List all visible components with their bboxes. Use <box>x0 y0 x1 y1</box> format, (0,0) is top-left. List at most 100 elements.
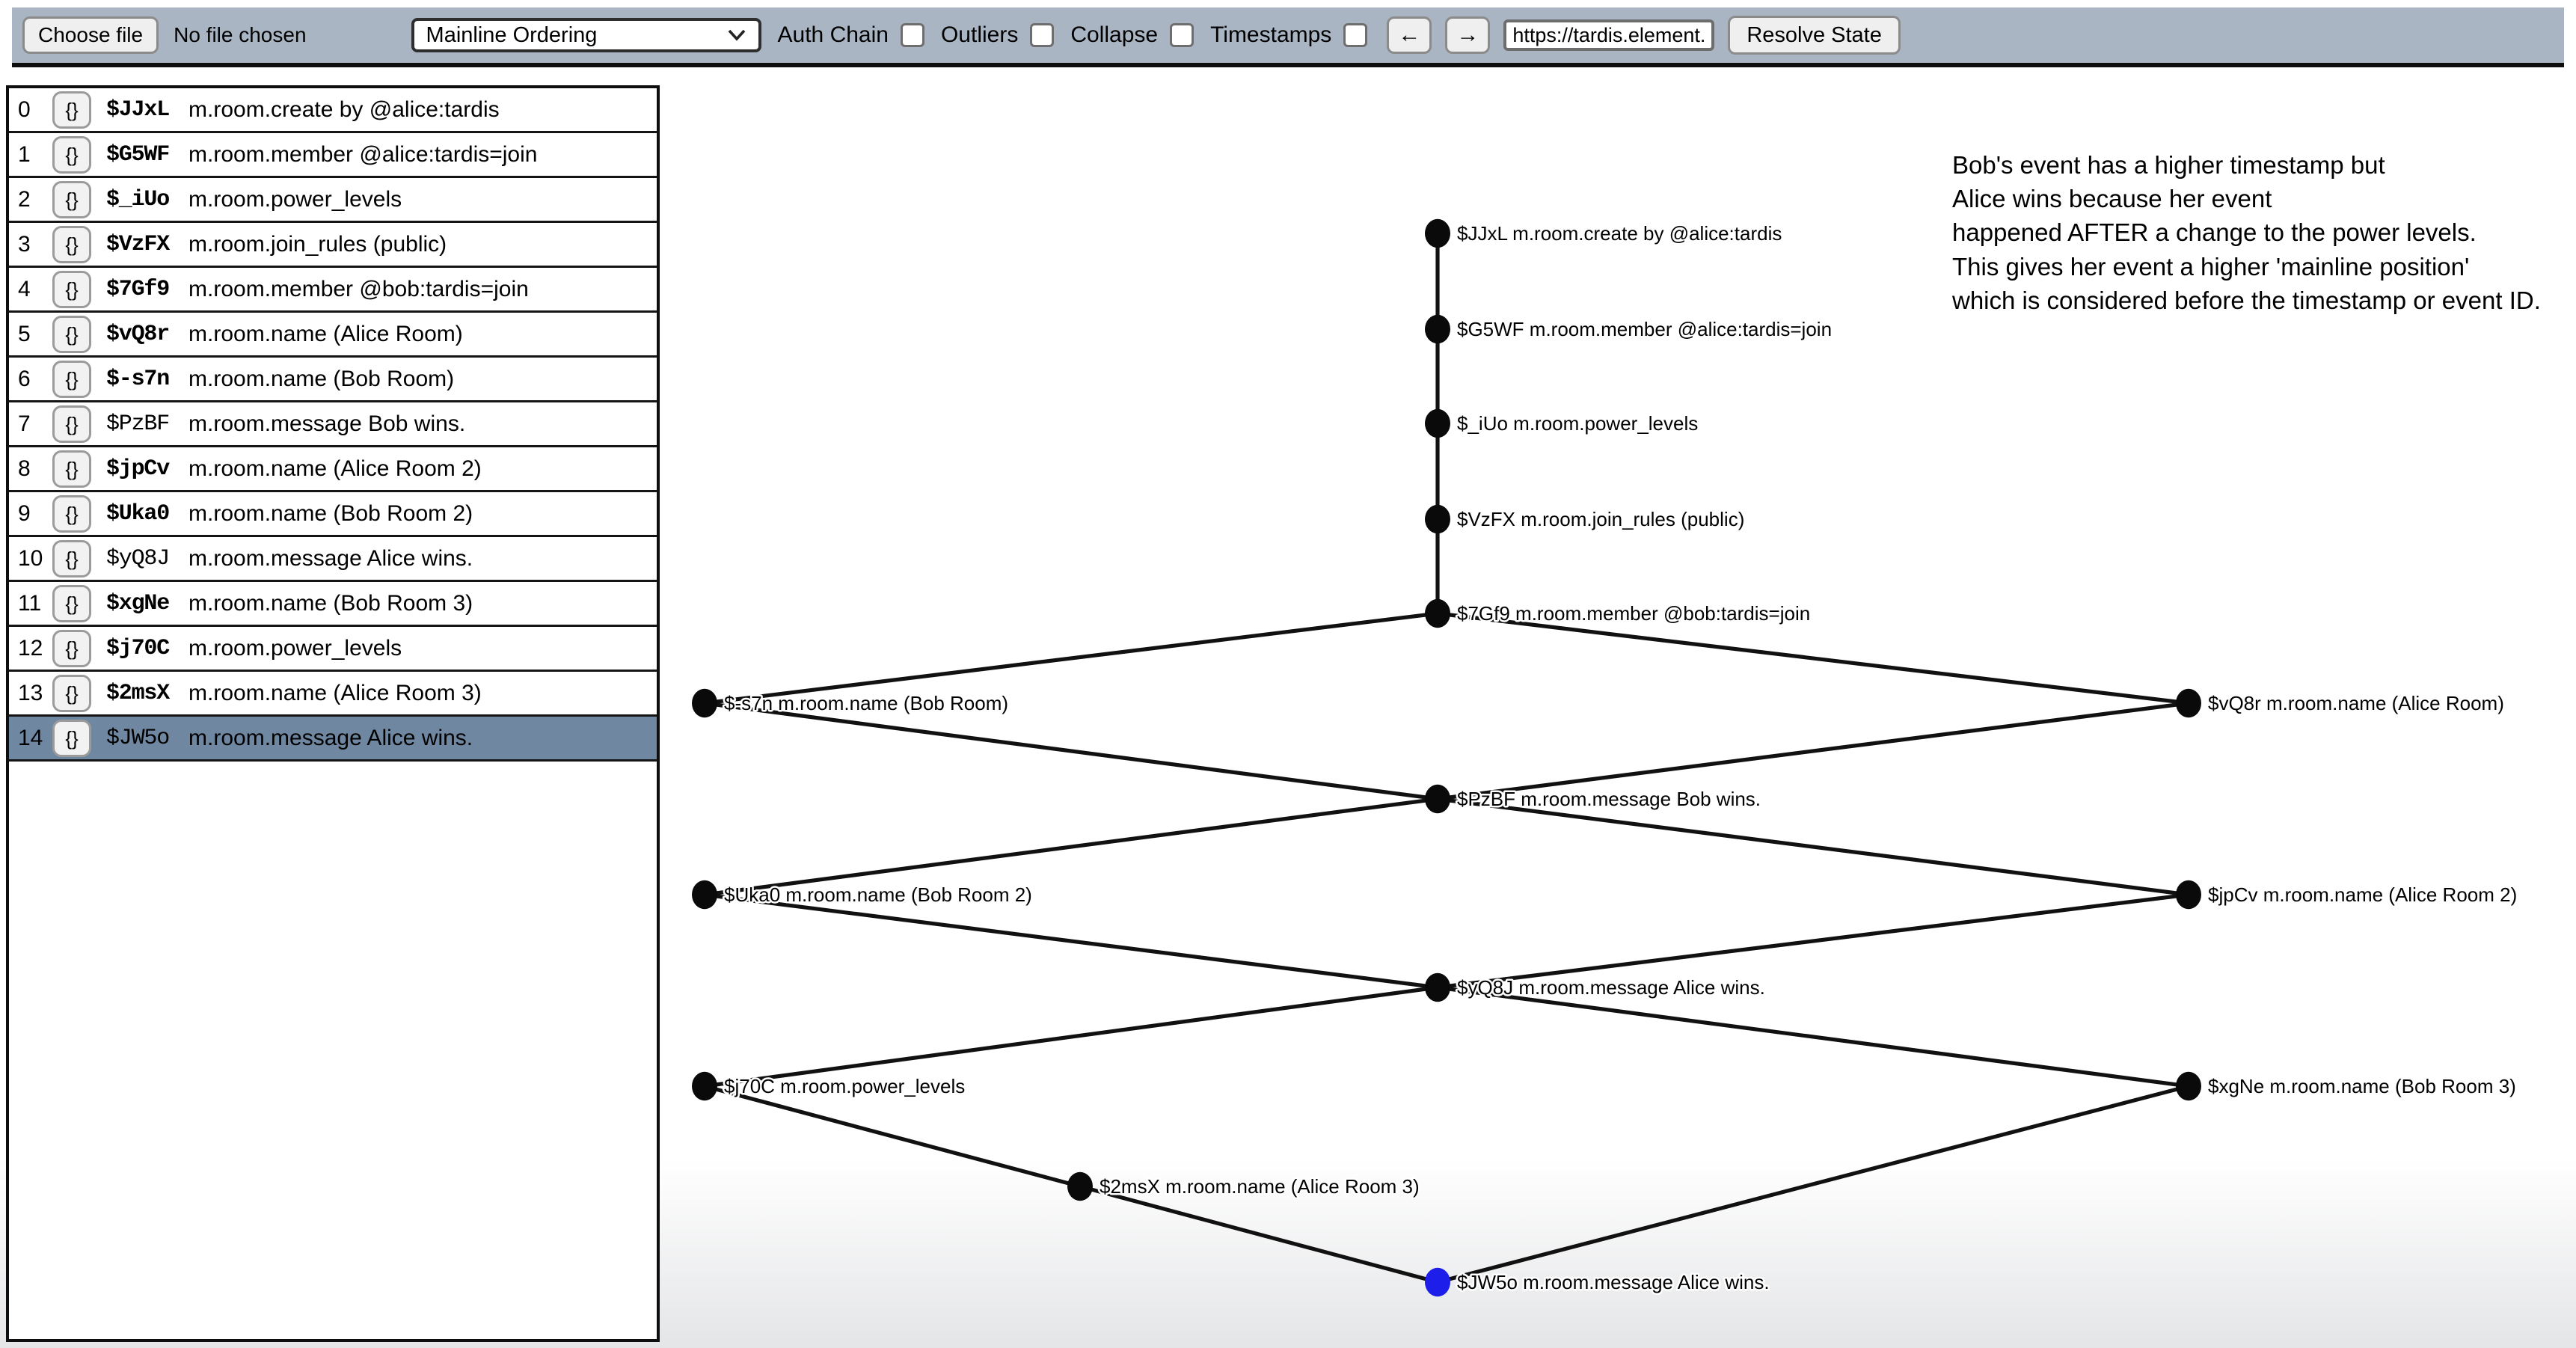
outliers-checkbox[interactable] <box>1030 23 1055 47</box>
event-id: $vQ8r <box>106 321 170 347</box>
view-json-button[interactable]: {} <box>52 270 91 308</box>
event-node[interactable] <box>692 688 717 718</box>
choose-file-button[interactable]: Choose file <box>22 16 159 54</box>
view-json-button[interactable]: {} <box>52 360 91 398</box>
annotation-line: which is considered before the timestamp… <box>1952 286 2541 314</box>
event-node[interactable] <box>1425 784 1450 814</box>
timestamps-checkbox-group: Timestamps <box>1210 22 1368 48</box>
outliers-checkbox-group: Outliers <box>941 22 1055 48</box>
ordering-select[interactable]: Mainline Ordering <box>411 18 761 52</box>
event-id: $G5WF <box>106 141 170 168</box>
event-node[interactable] <box>1425 314 1450 344</box>
dag-edge <box>1437 1084 2189 1284</box>
event-node[interactable] <box>1067 1171 1093 1201</box>
view-json-button[interactable]: {} <box>52 405 91 443</box>
event-node[interactable] <box>1425 504 1450 534</box>
event-row[interactable]: 1 {} $G5WF m.room.member @alice:tardis=join <box>9 133 657 178</box>
event-description: m.room.name (Alice Room 2) <box>188 456 482 481</box>
view-json-button[interactable]: {} <box>52 91 91 129</box>
event-node[interactable] <box>692 1071 717 1101</box>
auth-chain-checkbox[interactable] <box>900 23 924 47</box>
event-index: 10 <box>18 545 43 571</box>
event-node[interactable] <box>2176 880 2201 910</box>
view-json-button[interactable]: {} <box>52 629 91 667</box>
event-node[interactable] <box>1425 972 1450 1002</box>
event-node[interactable] <box>2176 688 2201 718</box>
event-node-label: $G5WF m.room.member @alice:tardis=join <box>1457 318 1832 340</box>
event-id: $-s7n <box>106 366 170 392</box>
dag-edge <box>1437 985 2189 1088</box>
collapse-label: Collapse <box>1070 22 1159 47</box>
event-node-label: $2msX m.room.name (Alice Room 3) <box>1100 1175 1420 1198</box>
event-description: m.room.name (Alice Room) <box>188 321 463 346</box>
view-json-button[interactable]: {} <box>52 180 91 218</box>
view-json-button[interactable]: {} <box>52 719 91 757</box>
event-description: m.room.message Alice wins. <box>188 545 473 571</box>
collapse-checkbox[interactable] <box>1170 23 1195 47</box>
event-description: m.room.member @alice:tardis=join <box>188 141 538 167</box>
timestamps-label: Timestamps <box>1210 22 1332 47</box>
view-json-button[interactable]: {} <box>52 135 91 174</box>
event-node[interactable] <box>1425 1267 1450 1297</box>
event-id: $2msX <box>106 680 170 706</box>
event-index: 6 <box>18 366 31 391</box>
event-index: 2 <box>18 186 31 212</box>
dag-edge <box>1437 611 2189 705</box>
view-json-button[interactable]: {} <box>52 584 91 622</box>
resolve-state-button[interactable]: Resolve State <box>1728 16 1901 55</box>
event-node[interactable] <box>1425 598 1450 628</box>
event-node[interactable] <box>692 880 717 910</box>
view-json-button[interactable]: {} <box>52 450 91 488</box>
event-index: 5 <box>18 321 31 346</box>
event-node-label: $JJxL m.room.create by @alice:tardis <box>1457 222 1782 245</box>
step-back-button[interactable]: ← <box>1387 16 1432 54</box>
view-json-button[interactable]: {} <box>52 315 91 353</box>
event-description: m.room.member @bob:tardis=join <box>188 276 529 301</box>
view-json-button[interactable]: {} <box>52 494 91 533</box>
event-description: m.room.message Bob wins. <box>188 411 466 436</box>
event-row[interactable]: 5 {} $vQ8r m.room.name (Alice Room) <box>9 313 657 358</box>
event-id: $JW5o <box>106 725 170 751</box>
event-node[interactable] <box>1425 218 1450 248</box>
step-forward-button[interactable]: → <box>1445 16 1491 54</box>
event-node-label: $Uka0 m.room.name (Bob Room 2) <box>724 883 1032 906</box>
event-id: $VzFX <box>106 231 170 257</box>
view-json-button[interactable]: {} <box>52 225 91 263</box>
url-input[interactable] <box>1503 19 1715 51</box>
dag-edge <box>1437 701 2189 801</box>
event-index: 11 <box>18 590 42 616</box>
event-id: $xgNe <box>106 590 170 616</box>
event-id: $jpCv <box>106 456 170 482</box>
dag-edge <box>1437 797 2189 897</box>
event-description: m.room.name (Alice Room 3) <box>188 680 482 705</box>
event-node[interactable] <box>1425 408 1450 438</box>
timestamps-checkbox[interactable] <box>1343 23 1368 47</box>
event-description: m.room.create by @alice:tardis <box>188 96 500 122</box>
view-json-button[interactable]: {} <box>52 539 91 578</box>
event-node[interactable] <box>2176 1071 2201 1101</box>
event-id: $_iUo <box>106 186 170 212</box>
event-index: 1 <box>18 141 31 167</box>
event-node-label: $VzFX m.room.join_rules (public) <box>1457 508 1744 530</box>
view-json-button[interactable]: {} <box>52 674 91 712</box>
event-index: 12 <box>18 635 43 661</box>
toolbar: Choose file No file chosen Mainline Orde… <box>12 7 2564 67</box>
event-node-label: $JW5o m.room.message Alice wins. <box>1457 1271 1770 1293</box>
event-node-label: $j70C m.room.power_levels <box>724 1075 965 1097</box>
